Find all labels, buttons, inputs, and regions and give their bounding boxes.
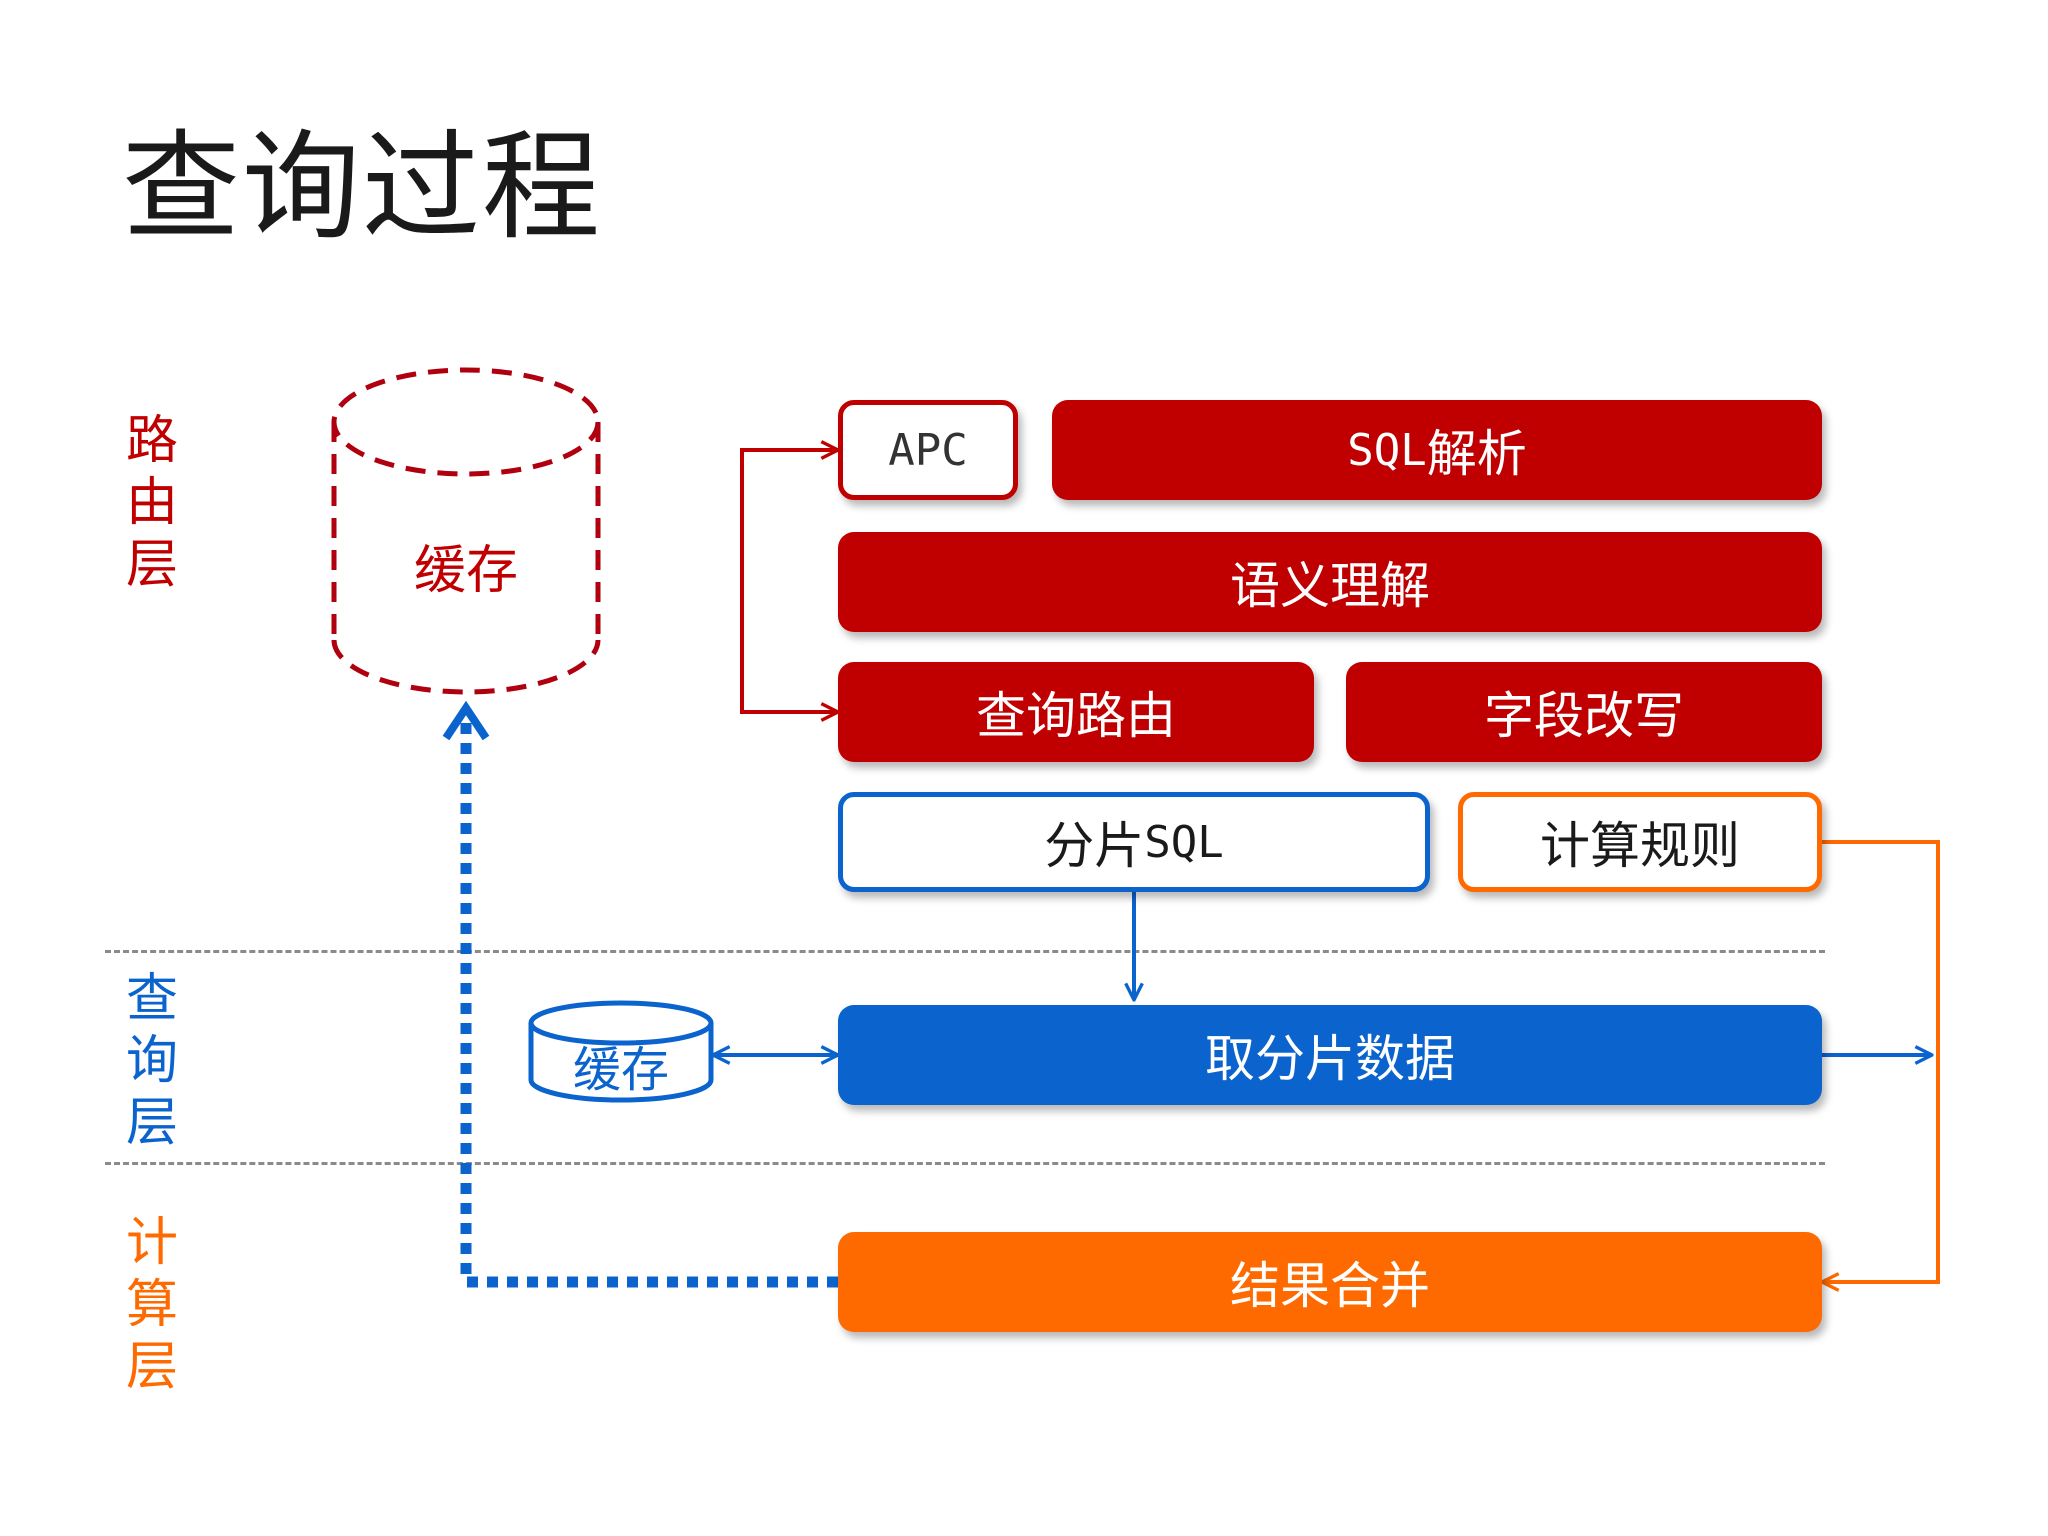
apc-label: APC (888, 424, 968, 476)
shard-sql-suffix: SQL (1144, 816, 1224, 868)
merge-label: 结果合并 (1230, 1257, 1430, 1315)
layer-label-char: 层 (125, 535, 178, 595)
layer-label-char: 层 (125, 1093, 178, 1153)
apc-box: APC (838, 400, 1018, 500)
fetch-shard-label: 取分片数据 (1205, 1030, 1455, 1088)
cylinder-bottom (331, 639, 601, 695)
rules-to-merge-connector (1822, 840, 1940, 1282)
calc-rules-label: 计算规则 (1540, 817, 1740, 875)
sql-parse-label: 解析 (1426, 425, 1527, 483)
layer-divider-top (105, 950, 1825, 953)
shard-sql-label: 分片 (1044, 817, 1145, 875)
page-title: 查询过程 (122, 118, 603, 256)
layer-label-query: 查 询 层 (122, 968, 182, 1154)
field-rewrite-box: 字段改写 (1346, 662, 1822, 762)
fetch-shard-box: 取分片数据 (838, 1005, 1822, 1105)
layer-label-char: 查 (125, 969, 178, 1029)
layer-label-compute: 计 算 层 (122, 1212, 182, 1398)
semantic-label: 语义理解 (1230, 557, 1430, 615)
query-route-label: 查询路由 (976, 687, 1176, 745)
sql-parse-prefix: SQL (1347, 424, 1427, 476)
field-rewrite-label: 字段改写 (1484, 687, 1684, 745)
layer-divider-bottom (105, 1162, 1825, 1165)
layer-label-char: 询 (125, 1031, 178, 1091)
layer-label-char: 计 (125, 1213, 178, 1273)
layer-label-routing: 路 由 层 (122, 410, 182, 596)
semantic-box: 语义理解 (838, 532, 1822, 632)
merge-to-cache-dotted-line (460, 712, 838, 1288)
calc-rules-box: 计算规则 (1458, 792, 1822, 892)
query-route-box: 查询路由 (838, 662, 1314, 762)
layer-label-char: 路 (125, 411, 178, 471)
cache-top-label: 缓存 (413, 541, 518, 601)
layer-label-char: 由 (125, 473, 178, 533)
cylinder-top (331, 367, 601, 477)
cylinder-top (528, 1000, 714, 1046)
layer-label-char: 层 (125, 1337, 178, 1397)
cache-mid-label: 缓存 (572, 1042, 669, 1098)
merge-box: 结果合并 (838, 1232, 1822, 1332)
cache-cylinder-small (528, 1000, 714, 1103)
layer-label-char: 算 (125, 1275, 178, 1335)
apc-route-connector (740, 450, 838, 712)
cache-cylinder-large (331, 367, 601, 695)
merge-to-cache-arrowhead (442, 700, 490, 741)
